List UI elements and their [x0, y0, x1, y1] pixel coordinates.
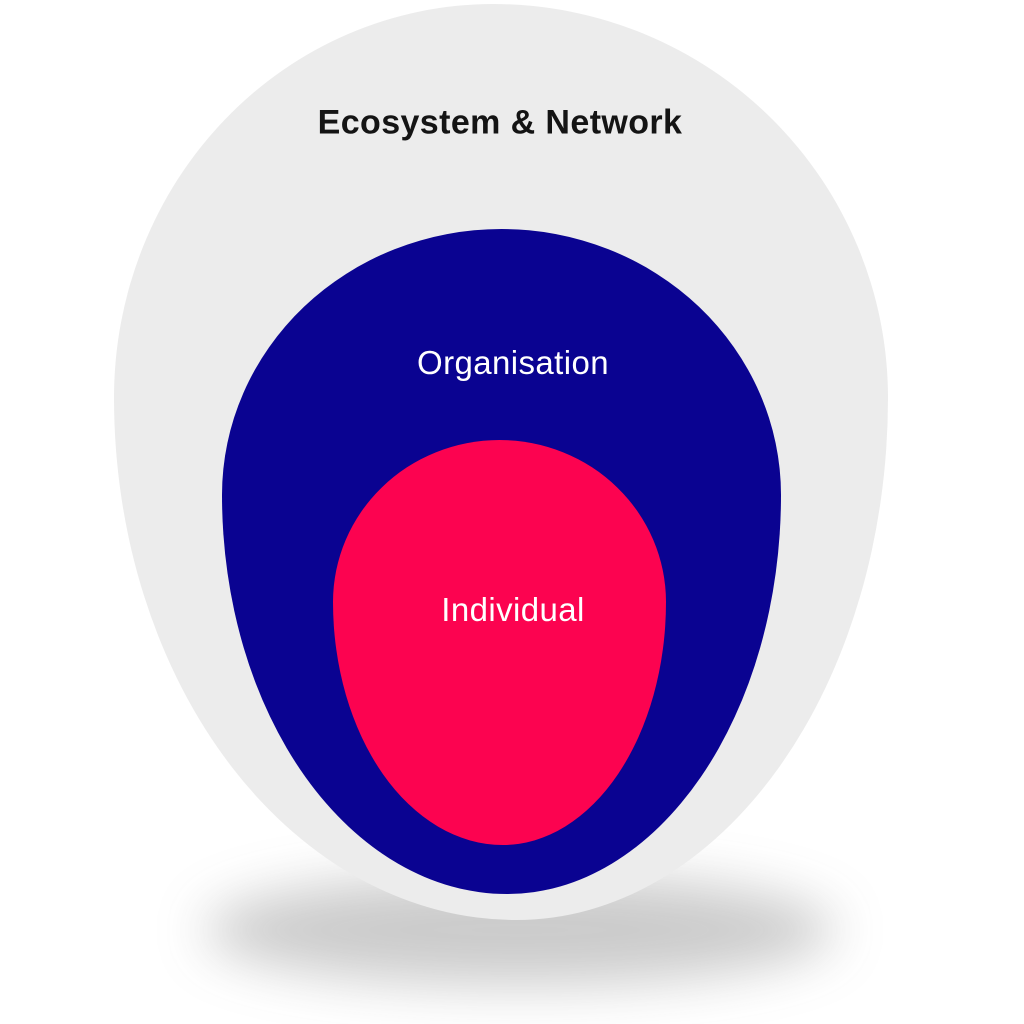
- organisation-label: Organisation: [417, 344, 609, 381]
- individual-label: Individual: [441, 591, 585, 628]
- ecosystem-network-label: Ecosystem & Network: [317, 103, 683, 142]
- individual-blob: [333, 440, 666, 845]
